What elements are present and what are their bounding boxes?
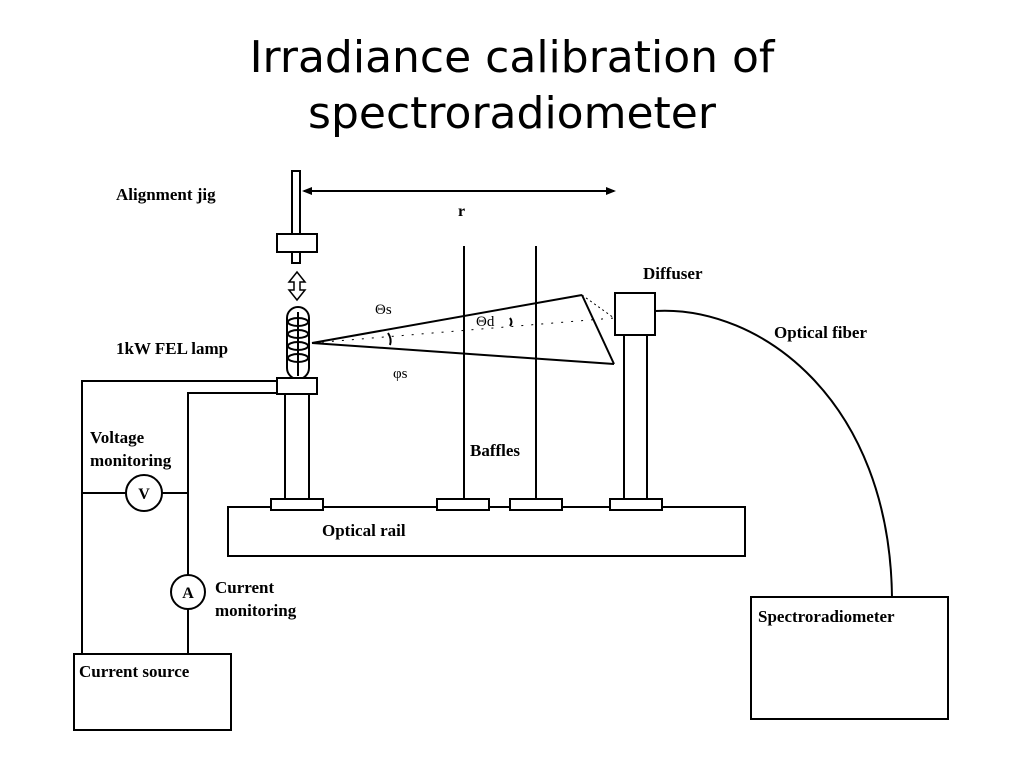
lamp-label: 1kW FEL lamp: [116, 339, 228, 358]
diffuser: [614, 292, 656, 500]
voltmeter: [125, 474, 163, 512]
voltmeter-symbol: V: [138, 486, 150, 503]
spectroradiometer-label: Spectroradiometer: [758, 607, 895, 626]
circuit-wires: [81, 380, 277, 654]
baffles: [463, 246, 537, 500]
distance-label: r: [458, 203, 465, 220]
fel-lamp: [286, 306, 310, 380]
current-monitoring-line-2: monitoring: [215, 601, 297, 620]
title-line-1: Irradiance calibration of: [249, 32, 775, 83]
alignment-jig-label: Alignment jig: [116, 185, 216, 204]
distance-arrow: [302, 187, 616, 195]
double-vertical-arrow-icon: [287, 270, 307, 302]
ammeter: [170, 574, 206, 610]
optical-rail-label: Optical rail: [322, 521, 406, 540]
alignment-jig: [276, 170, 318, 264]
baffles-label: Baffles: [470, 441, 520, 460]
slide-title: Irradiance calibration of spectroradiome…: [0, 30, 1024, 142]
theta-s-label: Θs: [375, 302, 392, 318]
current-source-box: [73, 653, 232, 731]
theta-d-label: Θd: [476, 314, 495, 330]
current-monitoring-line-1: Current: [215, 578, 275, 597]
voltage-label-line-1: Voltage: [90, 428, 145, 447]
diffuser-label: Diffuser: [643, 264, 703, 283]
voltage-label-line-2: monitoring: [90, 451, 172, 470]
spectroradiometer-box: [750, 596, 949, 720]
phi-s-label: φs: [393, 366, 408, 382]
lamp-post: [276, 377, 318, 500]
optical-fiber: [654, 309, 893, 599]
ammeter-symbol: A: [182, 585, 194, 602]
optical-rail: [227, 498, 746, 557]
current-source-label: Current source: [79, 662, 190, 681]
title-line-2: spectroradiometer: [308, 88, 716, 139]
optical-fiber-label: Optical fiber: [774, 323, 867, 342]
